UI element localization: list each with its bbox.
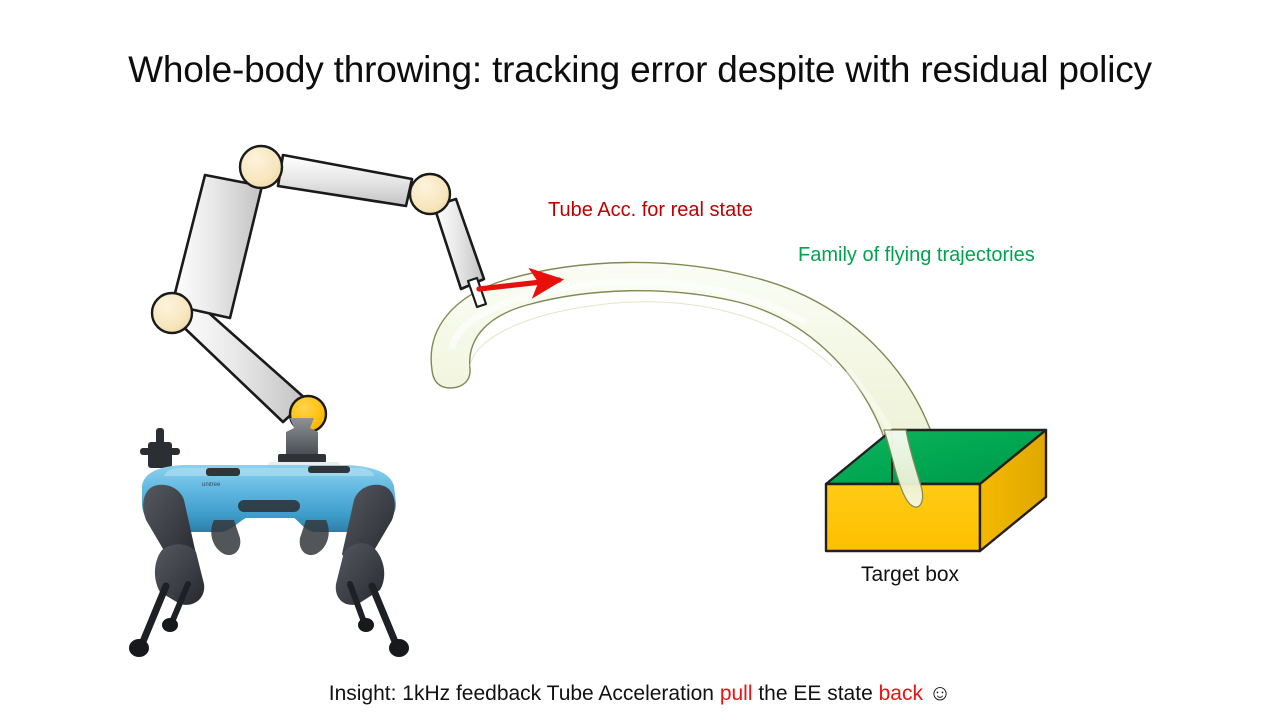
arm-link-4 bbox=[432, 197, 486, 291]
arm-link-2 bbox=[170, 173, 264, 320]
tube-acceleration-arrow bbox=[476, 267, 565, 299]
arm-joint-elbow-lower bbox=[150, 291, 194, 335]
label-target-box: Target box bbox=[861, 563, 960, 586]
arm-joint-shoulder bbox=[238, 144, 284, 190]
insight-caption: Insight: 1kHz feedback Tube Acceleration… bbox=[0, 679, 1280, 708]
arm-mount bbox=[268, 418, 340, 471]
caption-prefix: Insight: 1kHz feedback Tube Acceleration bbox=[328, 682, 720, 705]
arm-joint-elbow-upper bbox=[408, 172, 452, 216]
page-title: Whole-body throwing: tracking error desp… bbox=[128, 49, 1152, 90]
trajectory-tube-tip bbox=[883, 429, 924, 508]
label-tube-acceleration: Tube Acc. for real state bbox=[548, 199, 753, 221]
smiley-icon: ☺ bbox=[928, 680, 952, 705]
label-family-of-flying-trajectories: Family of flying trajectories bbox=[798, 244, 1035, 266]
end-effector-tool bbox=[466, 276, 488, 309]
svg-text:unitree: unitree bbox=[202, 482, 221, 488]
sensor-block bbox=[140, 428, 180, 468]
arm-link-1 bbox=[172, 304, 309, 424]
caption-highlight-back: back bbox=[878, 682, 923, 705]
caption-highlight-pull: pull bbox=[719, 682, 753, 705]
quadruped-robot: unitree bbox=[129, 418, 409, 657]
robot-arm bbox=[150, 144, 488, 434]
robot-body: unitree bbox=[142, 465, 396, 532]
caption-middle: the EE state bbox=[752, 682, 879, 705]
robot-leg-rear bbox=[211, 520, 329, 556]
arm-link-3 bbox=[276, 153, 414, 208]
robot-leg-front-left bbox=[129, 484, 205, 657]
family-of-flying-trajectories-tube bbox=[430, 261, 948, 511]
robot-leg-front-right bbox=[335, 484, 409, 657]
target-box bbox=[824, 428, 1048, 553]
